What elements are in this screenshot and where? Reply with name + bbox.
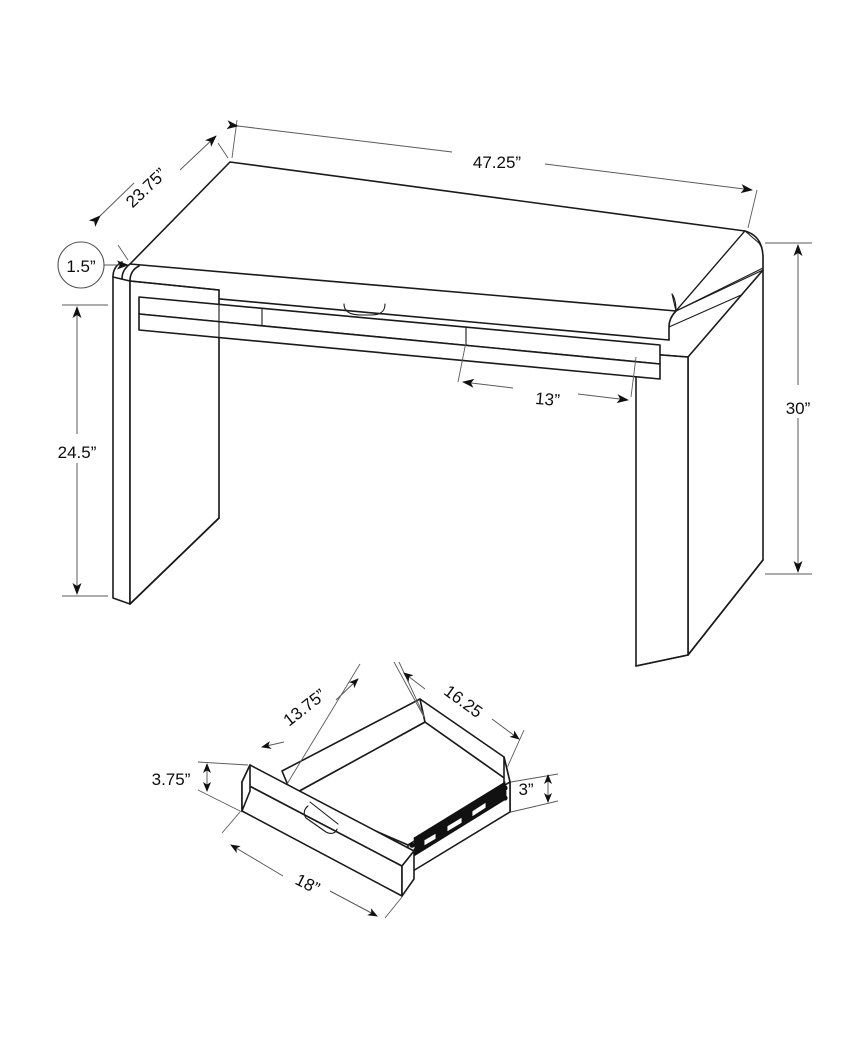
desk-drawer-pull-handle[interactable]	[343, 303, 386, 316]
dimension-label-front-width: 18”	[292, 870, 323, 898]
drawer-pull-handle-top	[309, 801, 339, 825]
dimension-label-drawer-depth: 13.75”	[280, 685, 330, 730]
dimension-label-height: 30”	[786, 399, 811, 418]
desk-left-leg-front-face	[112, 276, 131, 605]
callout-label-thickness: 1.5”	[66, 257, 96, 276]
desk-right-leg-side-face	[635, 352, 689, 667]
dimension-label-span: 13”	[534, 389, 560, 410]
desk-assembly-view: 47.25” 23.75” 1.5” 24.5”	[57, 119, 812, 667]
drawer-slide-slot-2	[446, 816, 463, 833]
desk-left-leg-bottom-chamfer	[129, 517, 220, 605]
drawer-pull-handle[interactable]	[303, 805, 338, 834]
dimension-front-height-3-75: 3.75”	[152, 761, 249, 813]
desk-apron-skirt	[138, 313, 661, 380]
desk-top-right-edge-inner	[675, 269, 764, 312]
desk-left-leg-top-edge	[129, 280, 220, 291]
dimension-label-width: 47.25”	[473, 153, 522, 172]
dimension-side-height-3: 3”	[510, 773, 559, 813]
desk-left-leg-top-round	[112, 261, 123, 278]
dimension-label-side-height: 3”	[518, 780, 533, 799]
drawer-front-left-endcap	[241, 764, 251, 812]
drawer-slide-screw-2	[502, 785, 508, 791]
callout-thickness-1-5: 1.5”	[57, 241, 129, 289]
dimension-width-47-25: 47.25”	[226, 119, 758, 229]
drawer-slide-slot-1	[423, 832, 437, 847]
dimension-label-drawer-width: 16.25	[440, 681, 486, 721]
dimension-label-clearance: 24.5”	[58, 443, 97, 462]
dimension-span-13: 13”	[457, 341, 637, 410]
desk-top-right-corner-round	[744, 230, 764, 271]
drawer-detail-view: 13.75” 16.25 3.75” 3”	[152, 661, 559, 919]
desk-right-leg-outer-face	[687, 269, 764, 656]
drawer-slide-screw-1	[409, 842, 415, 848]
desk-right-leg-bottom-edge	[635, 654, 689, 667]
dimension-height-30: 30”	[765, 242, 812, 575]
drawer-front-right-endcap	[401, 850, 415, 897]
desk-left-leg-top-round-inner	[129, 265, 140, 282]
dimension-clearance-24-5: 24.5”	[58, 304, 108, 597]
desk-right-leg-bottom-chamfer	[687, 559, 764, 656]
desk-top-surface	[129, 161, 746, 312]
drawer-slide-slot-3	[471, 801, 487, 818]
drawer-slide-screw-3	[502, 795, 508, 801]
dimension-label-front-height: 3.75”	[152, 770, 191, 789]
